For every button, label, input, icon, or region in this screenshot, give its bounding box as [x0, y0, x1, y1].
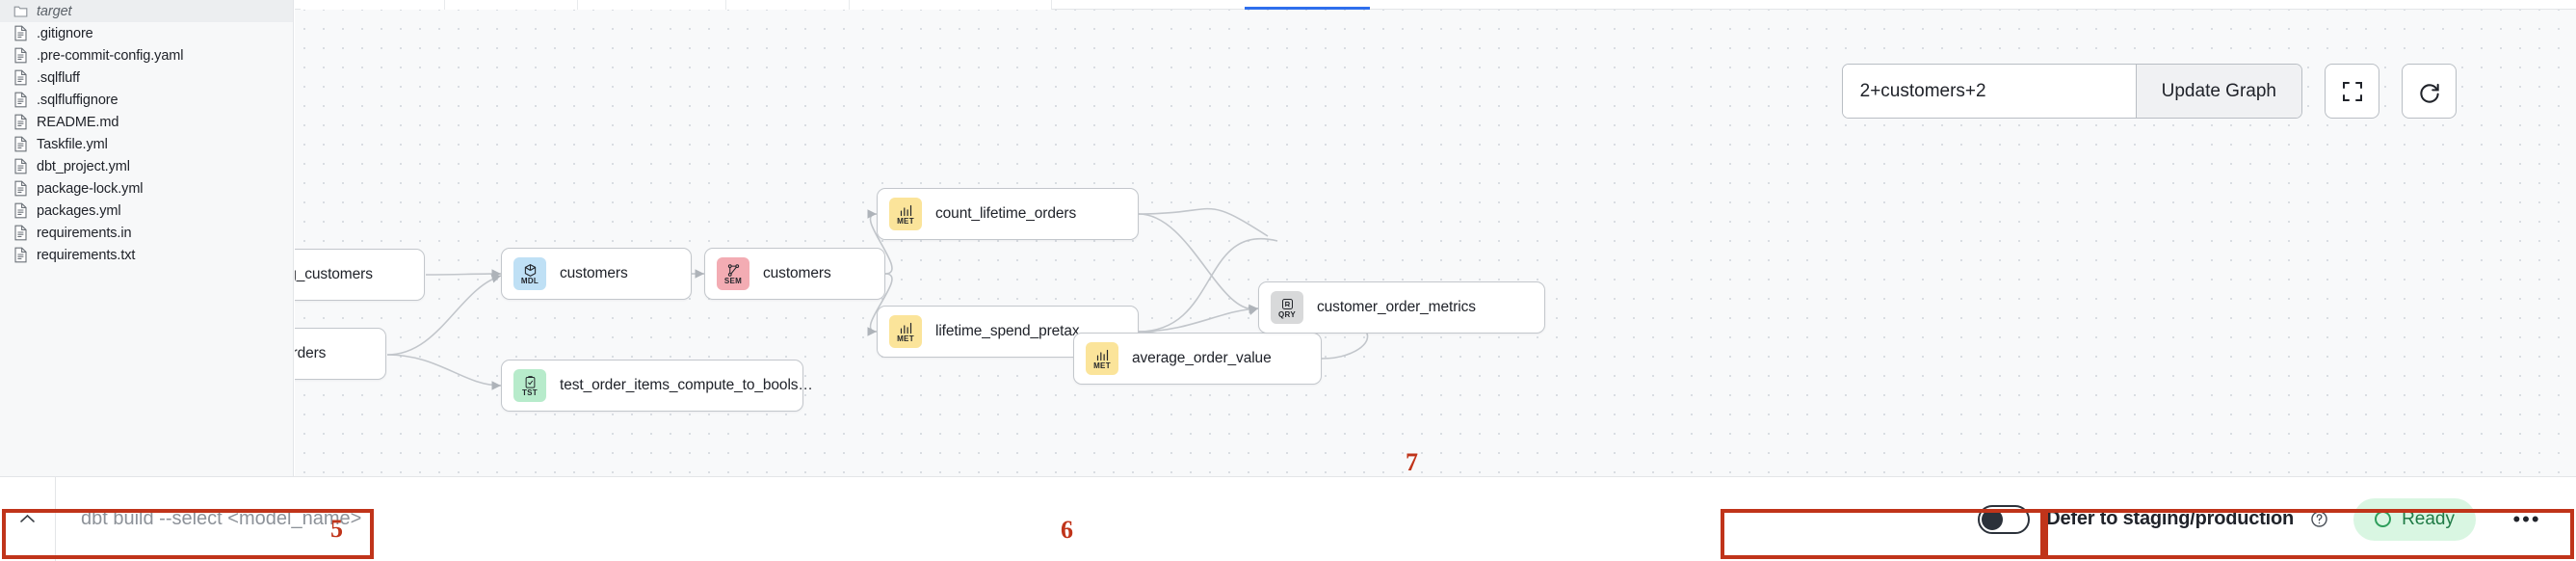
file-list-item[interactable]: .gitignore	[0, 22, 293, 44]
status-label: Ready	[2402, 508, 2455, 529]
graph-node-label: customers	[560, 265, 628, 281]
met-type-badge: MET	[1086, 342, 1118, 375]
badge-text: MET	[897, 216, 914, 226]
defer-toggle-group: Defer to staging/production	[1978, 504, 2328, 534]
file-list-item[interactable]: .pre-commit-config.yaml	[0, 44, 293, 67]
dbt-command-input[interactable]	[56, 476, 595, 561]
graph-node[interactable]: MET average_order_value	[1073, 333, 1322, 385]
graph-node-label: lifetime_spend_pretax	[935, 323, 1080, 339]
update-graph-button[interactable]: Update Graph	[2135, 65, 2301, 118]
file-list-item[interactable]: requirements.in	[0, 222, 293, 244]
badge-text: QRY	[1278, 309, 1296, 319]
more-options-button[interactable]: •••	[2501, 493, 2553, 546]
graph-node-label: orders	[295, 345, 327, 361]
file-name-label: Taskfile.yml	[37, 136, 108, 152]
editor-tab[interactable]	[850, 0, 1052, 10]
file-name-label: packages.yml	[37, 202, 121, 219]
badge-text: SEM	[723, 276, 743, 285]
badge-text: TST	[521, 387, 538, 397]
file-name-label: package-lock.yml	[37, 180, 144, 197]
file-list-item[interactable]: README.md	[0, 111, 293, 133]
file-list-item[interactable]: Taskfile.yml	[0, 133, 293, 155]
met-type-badge: MET	[889, 198, 922, 230]
badge-text: MET	[897, 334, 914, 343]
file-icon	[13, 158, 28, 174]
file-name-label: requirements.in	[37, 225, 132, 241]
file-list-item[interactable]: target	[0, 0, 293, 22]
graph-node-label: customers	[763, 265, 831, 281]
file-name-label: dbt_project.yml	[37, 158, 130, 174]
file-name-label: target	[37, 3, 72, 19]
graph-search-group: Update Graph	[1841, 64, 2302, 119]
file-icon	[13, 136, 28, 152]
bottom-bar-right-group: Defer to staging/production Ready •••	[1978, 477, 2576, 561]
file-icon	[13, 92, 28, 108]
tst-type-badge: TST	[513, 369, 546, 402]
graph-node[interactable]: QRY customer_order_metrics	[1258, 281, 1545, 334]
file-name-label: .pre-commit-config.yaml	[37, 47, 184, 64]
help-circle-icon[interactable]	[2310, 510, 2328, 528]
status-ring-icon	[2375, 511, 2392, 527]
graph-node-label: test_order_items_compute_to_bools…	[560, 377, 813, 393]
file-name-label: requirements.txt	[37, 247, 136, 263]
mdl-type-badge: MDL	[513, 257, 546, 290]
met-type-badge: MET	[889, 315, 922, 348]
file-explorer-panel: target .gitignore .pre-commit-config.yaml.…	[0, 0, 294, 476]
folder-icon	[13, 3, 28, 19]
file-list-item[interactable]: .sqlfluff	[0, 67, 293, 89]
expand-console-button[interactable]	[0, 476, 56, 561]
bottom-command-bar: Defer to staging/production Ready •••	[0, 476, 2576, 561]
sem-type-badge: SEM	[717, 257, 749, 290]
graph-node[interactable]: MDL customers	[501, 248, 692, 300]
file-list-item[interactable]: package-lock.yml	[0, 177, 293, 200]
toggle-knob	[1982, 508, 2004, 530]
graph-toolbar: Update Graph	[1841, 64, 2457, 119]
chevron-up-icon	[20, 514, 35, 522]
file-list-item[interactable]: requirements.txt	[0, 244, 293, 266]
editor-tab[interactable]	[578, 0, 726, 10]
editor-tab[interactable]	[301, 0, 445, 10]
editor-tab[interactable]	[445, 0, 578, 10]
graph-node-label: tg_customers	[295, 266, 373, 282]
graph-node[interactable]: MET count_lifetime_orders	[877, 188, 1139, 240]
graph-node-label: average_order_value	[1132, 350, 1272, 366]
defer-toggle-label: Defer to staging/production	[2046, 508, 2295, 529]
file-name-label: .sqlfluffignore	[37, 92, 118, 108]
file-icon	[13, 225, 28, 241]
status-badge[interactable]: Ready	[2353, 497, 2476, 541]
file-name-label: .gitignore	[37, 25, 93, 41]
defer-toggle-switch[interactable]	[1978, 504, 2031, 534]
editor-tab-active[interactable]	[1245, 0, 1370, 10]
badge-text: MDL	[520, 276, 539, 285]
file-icon	[13, 202, 28, 219]
graph-node-label: customer_order_metrics	[1317, 299, 1476, 315]
qry-type-badge: QRY	[1271, 291, 1303, 324]
file-icon	[13, 247, 28, 263]
graph-selector-input[interactable]	[1842, 65, 2136, 118]
refresh-button[interactable]	[2402, 64, 2457, 119]
file-icon	[13, 69, 28, 86]
fullscreen-button[interactable]	[2325, 64, 2379, 119]
refresh-icon	[2419, 83, 2439, 103]
file-list-item[interactable]: dbt_project.yml	[0, 155, 293, 177]
editor-tab[interactable]	[726, 0, 850, 10]
file-icon	[13, 25, 28, 41]
badge-text: MET	[1093, 361, 1111, 370]
graph-node-label: count_lifetime_orders	[935, 205, 1077, 222]
file-list: target .gitignore .pre-commit-config.yaml.…	[0, 0, 293, 266]
file-name-label: README.md	[37, 114, 119, 130]
graph-node[interactable]: tg_customers	[295, 249, 425, 301]
graph-node[interactable]: orders	[295, 328, 386, 380]
file-list-item[interactable]: .sqlfluffignore	[0, 89, 293, 111]
fullscreen-icon	[2342, 81, 2362, 101]
file-list-item[interactable]: packages.yml	[0, 200, 293, 222]
editor-tab-strip	[295, 0, 2576, 10]
file-icon	[13, 114, 28, 130]
file-name-label: .sqlfluff	[37, 69, 80, 86]
file-icon	[13, 180, 28, 197]
graph-node[interactable]: SEM customers	[704, 248, 885, 300]
file-icon	[13, 47, 28, 64]
graph-node[interactable]: TST test_order_items_compute_to_bools…	[501, 360, 813, 412]
